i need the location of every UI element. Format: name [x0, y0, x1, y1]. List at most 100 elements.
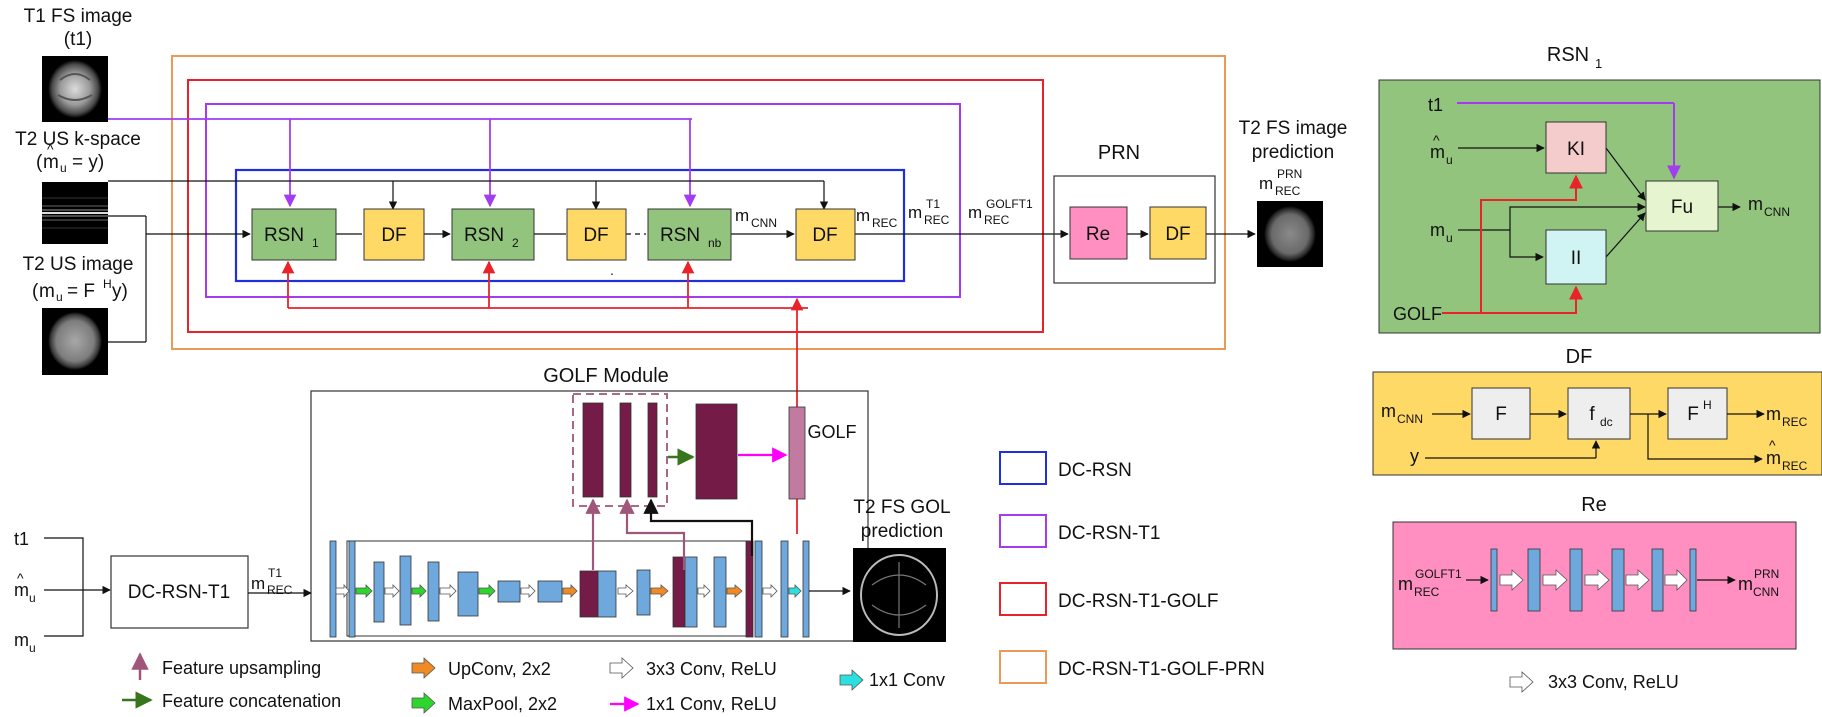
svg-text:GOLF: GOLF [1393, 304, 1442, 324]
svg-text:t1: t1 [1428, 95, 1443, 115]
svg-text:= y): = y) [72, 152, 104, 173]
svg-text:DC-RSN-T1: DC-RSN-T1 [1058, 523, 1160, 544]
svg-text:DF: DF [812, 225, 837, 246]
svg-text:Fu: Fu [1671, 197, 1693, 218]
svg-text:u: u [29, 641, 36, 655]
svg-text:^: ^ [1769, 437, 1776, 453]
legend-arrows: Feature upsampling Feature concatenation… [122, 652, 945, 714]
svg-text:.: . [610, 262, 614, 278]
svg-text:1: 1 [1595, 56, 1602, 71]
svg-text:REC: REC [924, 213, 950, 227]
svg-text:^: ^ [47, 141, 54, 157]
svg-text:y: y [1410, 446, 1419, 466]
re-detail: Re m GOLFT1 REC m PRN CNN 3x3 Conv, ReLU [1392, 494, 1797, 693]
svg-text:CNN: CNN [751, 216, 777, 230]
svg-text:REC: REC [984, 213, 1010, 227]
svg-text:REC: REC [1782, 415, 1808, 429]
svg-text:(: ( [32, 281, 39, 302]
pipeline-connections [108, 118, 1256, 534]
m-rec-golft1-label: m GOLFT1 REC [968, 197, 1033, 227]
svg-text:DC-RSN-T1-GOLF-PRN: DC-RSN-T1-GOLF-PRN [1058, 659, 1265, 680]
t1-title: T1 FS image [24, 6, 133, 27]
legend-box-dc-rsn-t1-golf [999, 582, 1047, 616]
svg-text:m: m [14, 580, 29, 600]
prn-title: PRN [1098, 142, 1140, 164]
svg-text:H: H [1703, 398, 1712, 412]
box-dc-rsn-t1-golf [187, 79, 1044, 333]
svg-text:(: ( [36, 152, 43, 173]
golf-module-title: GOLF Module [543, 365, 669, 387]
golf-inputs: t1 m u ^ m u [14, 529, 111, 655]
svg-text:DC-RSN: DC-RSN [1058, 460, 1132, 481]
svg-text:u: u [29, 591, 36, 605]
svg-text:m: m [1398, 574, 1413, 594]
svg-text:GOLFT1: GOLFT1 [1415, 567, 1462, 581]
svg-text:T2 FS image: T2 FS image [1239, 118, 1348, 139]
prn-block: PRN Re DF [1053, 142, 1216, 284]
svg-text:u: u [1446, 153, 1453, 167]
svg-text:3x3 Conv, ReLU: 3x3 Conv, ReLU [1548, 672, 1679, 692]
svg-text:m: m [251, 574, 265, 593]
svg-text:prediction: prediction [861, 521, 943, 542]
svg-text:PRN: PRN [1754, 567, 1779, 581]
us-brain [48, 312, 102, 370]
svg-text:Re: Re [1086, 224, 1110, 245]
svg-text:m: m [1738, 574, 1753, 594]
svg-text:1: 1 [312, 236, 319, 250]
svg-text:u: u [60, 161, 67, 175]
svg-text:^: ^ [17, 570, 24, 586]
t1-sub: (t1) [64, 29, 93, 50]
svg-text:m: m [43, 152, 59, 173]
svg-text:m: m [1430, 142, 1445, 162]
svg-text:Feature concatenation: Feature concatenation [162, 691, 341, 711]
svg-text:Feature upsampling: Feature upsampling [162, 658, 321, 678]
svg-text:dc: dc [1600, 415, 1613, 429]
svg-text:Re: Re [1581, 494, 1607, 516]
svg-text:m: m [1430, 220, 1445, 240]
svg-text:REC: REC [1414, 585, 1440, 599]
svg-text:RSN: RSN [660, 225, 700, 246]
svg-text:GOLFT1: GOLFT1 [986, 197, 1033, 211]
input-us-image: T2 US image ( m u = F H y) [23, 254, 134, 375]
svg-text:m: m [735, 206, 749, 225]
svg-text:y): y) [112, 281, 128, 302]
rsn-2-block: RSN 2 [451, 208, 535, 261]
rsn-nb-block: RSN nb [647, 208, 732, 261]
svg-text:CNN: CNN [1764, 205, 1790, 219]
usimg-title: T2 US image [23, 254, 134, 275]
svg-text:m: m [14, 630, 29, 650]
svg-text:m: m [1766, 448, 1781, 468]
svg-text:MaxPool, 2x2: MaxPool, 2x2 [448, 694, 557, 714]
svg-text:II: II [1571, 248, 1582, 269]
svg-text:1x1 Conv, ReLU: 1x1 Conv, ReLU [646, 694, 777, 714]
kspace-title: T2 US k-space [15, 129, 141, 150]
svg-text:u: u [56, 290, 63, 304]
legend-boxes: DC-RSN DC-RSN-T1 DC-RSN-T1-GOLF DC-RSN-T… [999, 451, 1265, 684]
rsn-1-block: RSN 1 [251, 208, 337, 261]
m-rec-label: m REC [856, 206, 898, 230]
svg-text:T2 FS GOL: T2 FS GOL [853, 497, 950, 518]
df-block-3: DF [795, 208, 856, 261]
svg-text:m: m [908, 203, 922, 222]
svg-text:DF: DF [583, 225, 608, 246]
m-cnn-label: m CNN [735, 206, 777, 230]
svg-text:DF: DF [1566, 346, 1593, 368]
input-kspace: T2 US k-space ( m u ^ = y) [15, 129, 141, 244]
svg-text:REC: REC [1275, 184, 1301, 198]
df-block-2: DF [566, 208, 627, 261]
legend-box-dc-rsn-t1 [999, 514, 1047, 548]
svg-text:T1: T1 [926, 197, 940, 211]
svg-text:DF: DF [381, 225, 406, 246]
svg-text:DC-RSN-T1-GOLF: DC-RSN-T1-GOLF [1058, 591, 1218, 612]
m-rec-t1-label: m T1 REC [908, 197, 950, 227]
svg-text:1x1 Conv: 1x1 Conv [869, 670, 945, 690]
svg-text:nb: nb [708, 236, 722, 250]
svg-text:RSN: RSN [264, 225, 304, 246]
legend-box-dc-rsn [999, 451, 1047, 485]
svg-text:RSN: RSN [1547, 44, 1589, 66]
svg-text:CNN: CNN [1753, 585, 1779, 599]
df-block-1: DF [363, 208, 425, 261]
svg-text:PRN: PRN [1277, 167, 1302, 181]
rsn1-detail: RSN 1 t1 m u ^ m u GOLF KI II Fu m CNN [1378, 44, 1821, 334]
